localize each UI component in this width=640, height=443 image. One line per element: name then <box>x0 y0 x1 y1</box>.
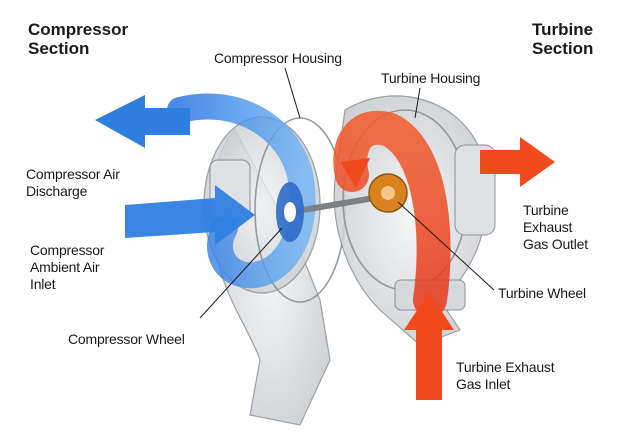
leader-compressor-housing <box>284 67 301 119</box>
label-turbine-wheel: Turbine Wheel <box>498 285 586 301</box>
turbine-housing <box>333 95 496 346</box>
turbine-wheel <box>368 173 408 213</box>
turbine-exhaust-outlet-arrow <box>480 137 555 187</box>
compressor-air-discharge-arrow <box>95 95 190 148</box>
label-turbine-exhaust-inlet: Turbine Exhaust Gas Inlet <box>456 359 555 393</box>
compressor-section-title: Compressor Section <box>28 20 128 58</box>
label-turbine-housing: Turbine Housing <box>381 70 481 86</box>
label-turbine-exhaust-inlet-line2: Gas Inlet <box>456 376 511 392</box>
compressor-wheel <box>276 182 304 242</box>
label-turbine-exhaust-outlet-line2: Exhaust <box>523 219 573 235</box>
label-compressor-ambient-inlet-line1: Compressor <box>30 242 105 258</box>
label-compressor-housing: Compressor Housing <box>214 50 342 66</box>
label-compressor-wheel: Compressor Wheel <box>68 331 185 347</box>
compressor-section-title-line1: Compressor <box>28 20 129 39</box>
turbine-section-title: Turbine Section <box>532 20 593 58</box>
turbine-section-title-line1: Turbine <box>532 20 594 39</box>
label-turbine-exhaust-outlet-line3: Gas Outlet <box>523 236 588 252</box>
label-turbine-exhaust-outlet-line1: Turbine <box>523 202 569 218</box>
label-compressor-ambient-inlet-line2: Ambient Air <box>30 259 100 275</box>
leader-turbine-wheel <box>397 201 495 291</box>
turbine-section-title-line2: Section <box>532 39 594 58</box>
label-turbine-exhaust-inlet-line1: Turbine Exhaust <box>456 359 555 375</box>
turbine-exhaust-inlet-arrow <box>404 292 454 400</box>
label-turbine-exhaust-outlet: Turbine Exhaust Gas Outlet <box>523 202 588 253</box>
compressor-ambient-inlet-arrow <box>125 185 255 245</box>
label-compressor-air-discharge-line2: Discharge <box>26 183 88 199</box>
compressor-section-title-line2: Section <box>28 39 90 58</box>
label-compressor-air-discharge-line1: Compressor Air <box>26 166 120 182</box>
label-compressor-ambient-inlet-line3: Inlet <box>30 276 56 292</box>
leader-lines <box>199 67 495 319</box>
turbine-exhaust-flow <box>333 110 451 317</box>
leader-turbine-housing <box>414 87 421 119</box>
label-compressor-ambient-inlet: Compressor Ambient Air Inlet <box>30 242 104 293</box>
label-compressor-air-discharge: Compressor Air Discharge <box>26 166 120 200</box>
leader-compressor-wheel <box>199 227 283 319</box>
